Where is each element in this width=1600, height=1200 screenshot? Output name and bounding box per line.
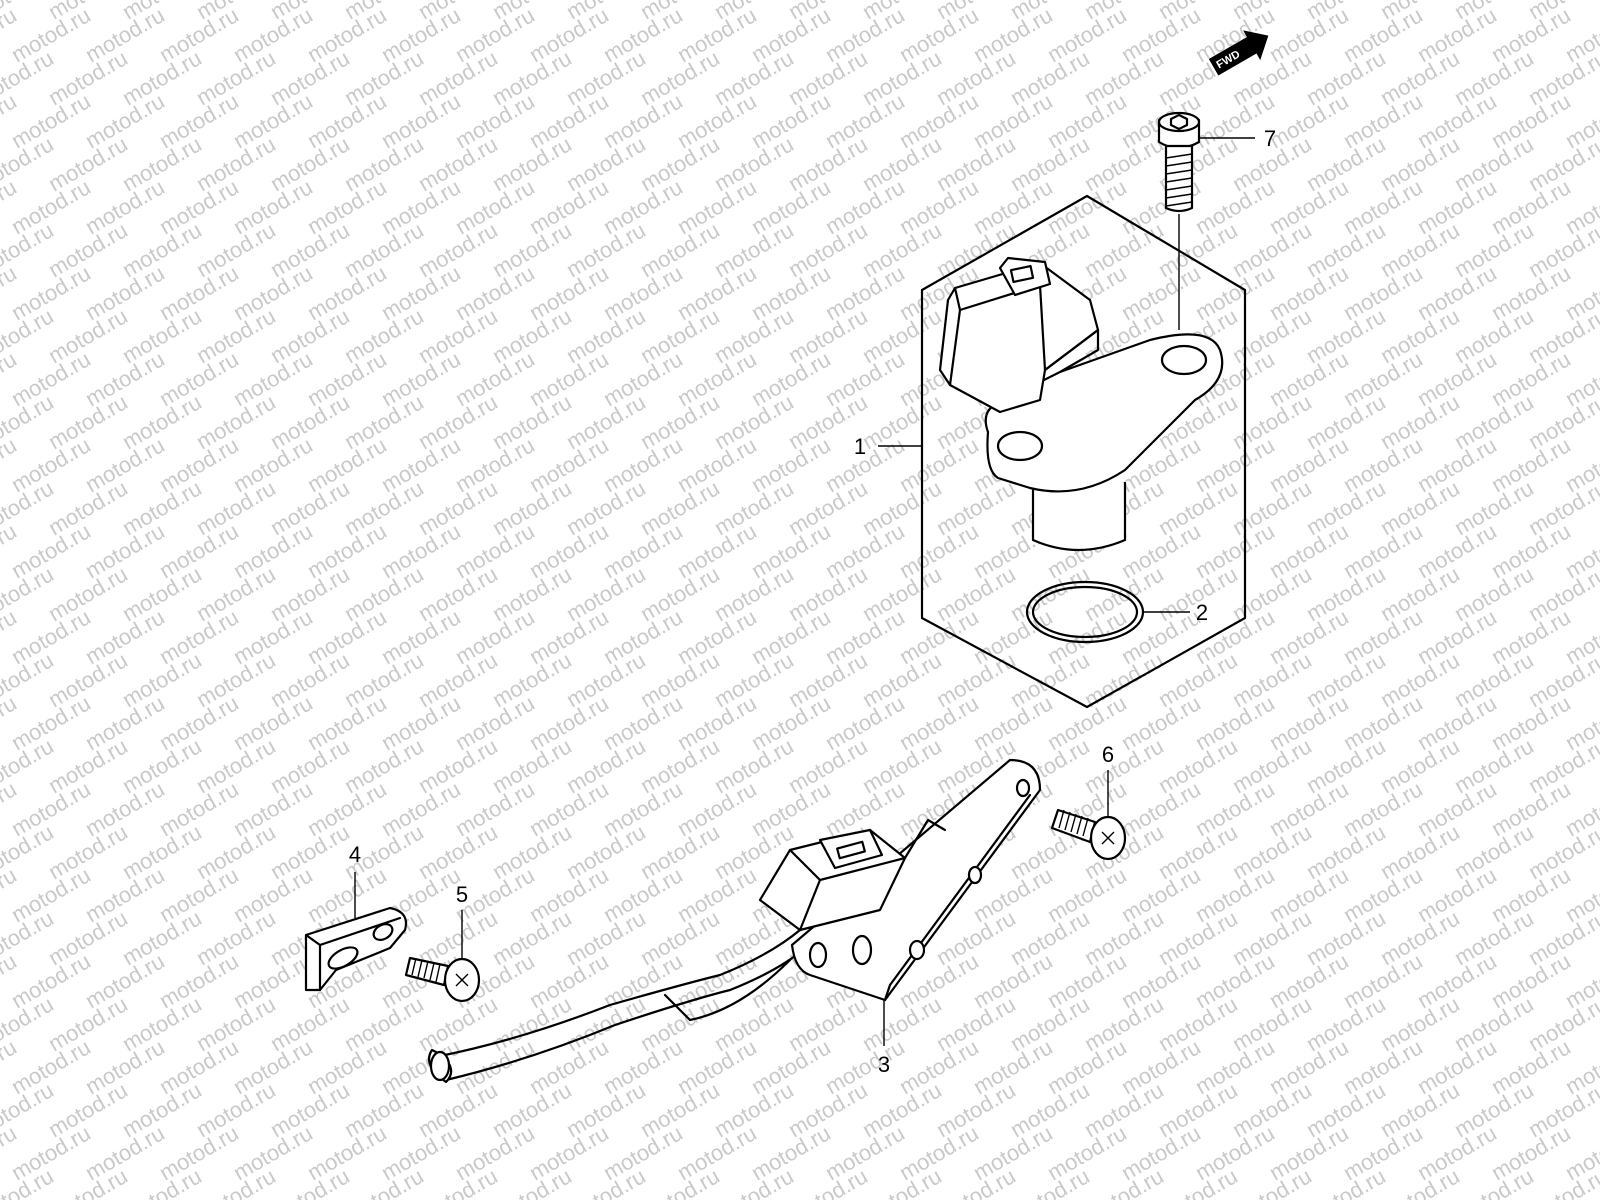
callout-5: 5: [456, 882, 468, 907]
callout-7: 7: [1264, 126, 1276, 151]
callout-3: 3: [878, 1052, 890, 1077]
callout-4: 4: [349, 842, 361, 867]
callout-2: 2: [1196, 600, 1208, 625]
callout-6: 6: [1102, 742, 1114, 767]
callout-1: 1: [854, 434, 866, 459]
